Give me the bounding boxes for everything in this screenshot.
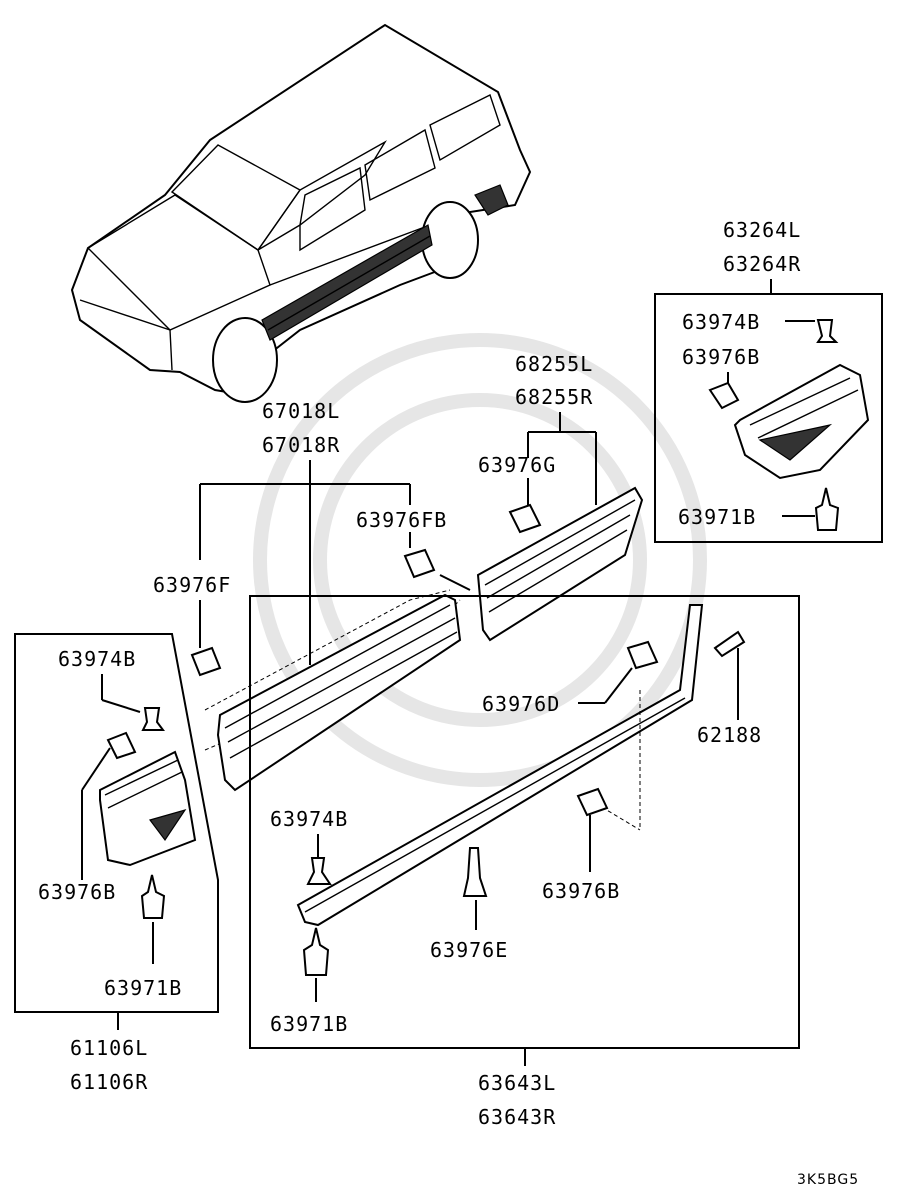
- label-63976D: 63976D: [482, 692, 560, 716]
- clip-63976F: [190, 646, 222, 677]
- label-61106L: 61106L: [70, 1036, 148, 1060]
- diagram-code: 3K5BG5: [797, 1172, 859, 1187]
- screw-63971B-l: [140, 874, 166, 919]
- clip-63974B-b: [306, 857, 332, 885]
- screw-63971B-tr: [814, 487, 840, 531]
- label-63976B-l: 63976B: [38, 880, 116, 904]
- label-68255L: 68255L: [515, 352, 593, 376]
- label-63643R: 63643R: [478, 1105, 556, 1129]
- label-67018L: 67018L: [262, 399, 340, 423]
- label-63976E: 63976E: [430, 938, 508, 962]
- label-63643L: 63643L: [478, 1071, 556, 1095]
- group-63643: 63976D 62188 63974B 63976B 63976E 63971B…: [249, 595, 800, 1129]
- label-63976FB: 63976FB: [356, 508, 447, 532]
- watermark-logo: [253, 333, 707, 787]
- group-67018: 67018L 67018R 63976FB 63976F: [153, 399, 471, 792]
- label-63971B-tr: 63971B: [678, 505, 756, 529]
- garnish-68255: [476, 486, 644, 642]
- mudguard-63264: [733, 363, 870, 480]
- clip-63976D: [626, 640, 659, 670]
- pin-63976E: [462, 847, 488, 897]
- label-67018R: 67018R: [262, 433, 340, 457]
- label-63264R: 63264R: [723, 252, 801, 276]
- label-63974B-b: 63974B: [270, 807, 348, 831]
- label-63976B-tr: 63976B: [682, 345, 760, 369]
- label-63976B-b: 63976B: [542, 879, 620, 903]
- clip-63976G: [508, 503, 542, 534]
- label-62188: 62188: [697, 723, 762, 747]
- clip-63976B-l: [106, 731, 137, 760]
- clip-63976B-tr: [708, 381, 740, 410]
- screw-63971B-b: [302, 927, 330, 976]
- label-63976G: 63976G: [478, 453, 556, 477]
- label-61106R: 61106R: [70, 1070, 148, 1094]
- label-63971B-b: 63971B: [270, 1012, 348, 1036]
- bolt-62188: [713, 630, 746, 658]
- clip-63976B-b: [576, 787, 609, 817]
- label-63976F: 63976F: [153, 573, 231, 597]
- label-68255R: 68255R: [515, 385, 593, 409]
- group-68255: 68255L 68255R 63976G: [476, 352, 644, 642]
- group-63264: 63264L 63264R 63974B 63976B 63971B: [654, 218, 883, 543]
- vehicle-outline: [70, 23, 532, 403]
- label-63974B-l: 63974B: [58, 647, 136, 671]
- clip-63974B-l: [141, 707, 165, 731]
- group-61106: 63974B 63976B 63971B 61106L 61106R: [14, 633, 219, 1094]
- clip-63976FB: [403, 548, 436, 579]
- mudguard-61106: [99, 750, 197, 867]
- label-63264L: 63264L: [723, 218, 801, 242]
- label-63974B-tr: 63974B: [682, 310, 760, 334]
- label-63971B-l: 63971B: [104, 976, 182, 1000]
- clip-63974B-tr: [816, 319, 839, 343]
